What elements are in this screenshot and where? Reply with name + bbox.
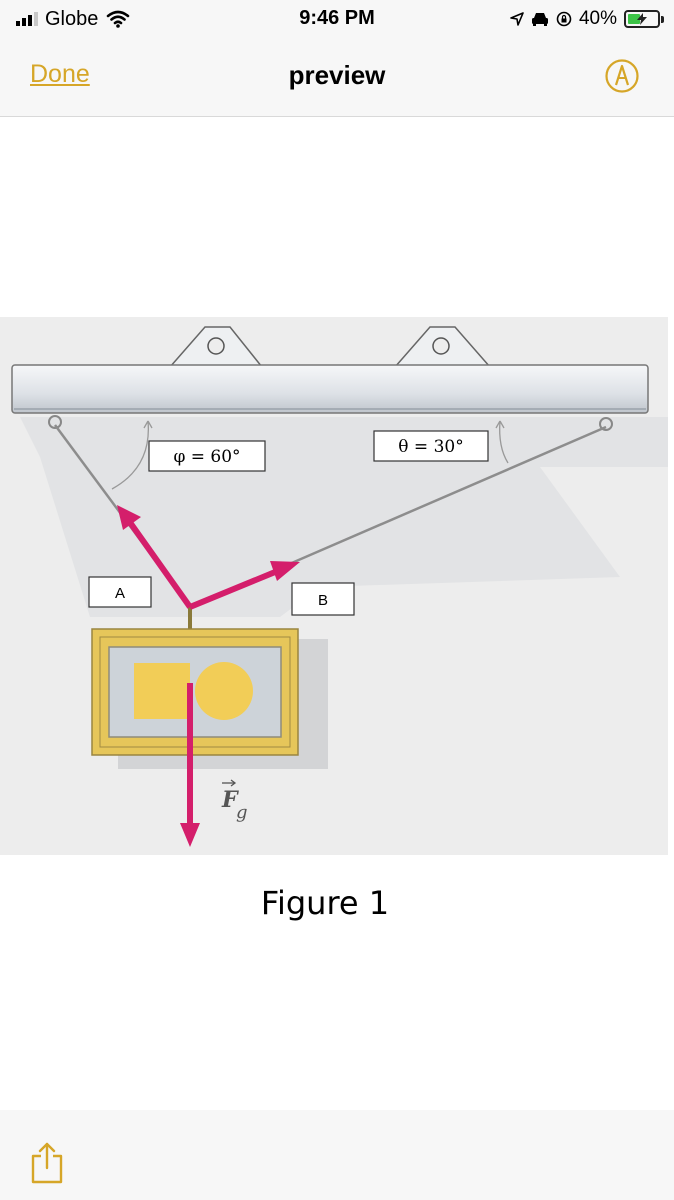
done-button[interactable]: Done xyxy=(30,60,90,88)
page-title: preview xyxy=(288,60,386,90)
share-icon[interactable] xyxy=(30,1142,64,1184)
markup-pen-icon[interactable] xyxy=(604,58,640,94)
phi-label-box xyxy=(148,440,266,472)
wifi-icon xyxy=(107,10,130,28)
status-left: Globe xyxy=(16,7,130,31)
status-right: 40% xyxy=(510,7,664,31)
force-arrow-b xyxy=(188,561,300,610)
label-a-box xyxy=(88,576,152,608)
right-hook xyxy=(599,417,613,431)
force-arrow-fg xyxy=(180,683,200,847)
status-bar: Globe 9:46 PM 40% xyxy=(0,0,674,38)
left-lug xyxy=(168,326,264,368)
figure-caption: Figure 1 xyxy=(260,884,390,922)
frame-circle xyxy=(195,662,253,720)
preview-content: φ = 60° θ = 30° A B xyxy=(0,117,674,1110)
battery-charging-icon xyxy=(624,10,664,28)
lock-rotation-icon xyxy=(556,11,572,27)
force-subscript: g xyxy=(236,802,248,823)
label-b: B xyxy=(318,592,328,609)
carrier-name: Globe xyxy=(45,7,99,30)
battery-percent: 40% xyxy=(578,8,617,29)
force-label-fg: F g xyxy=(221,779,248,823)
phi-arc xyxy=(111,420,150,490)
frame-square xyxy=(134,663,190,719)
label-a: A xyxy=(115,585,125,602)
left-hook xyxy=(48,415,62,429)
force-symbol: F xyxy=(221,787,239,813)
car-icon xyxy=(531,13,548,26)
phi-label: φ = 60° xyxy=(173,447,240,467)
nav-bar: Done preview xyxy=(0,38,674,117)
force-arrow-a xyxy=(117,505,193,609)
label-b-box xyxy=(291,582,355,616)
signal-bars-icon xyxy=(16,12,38,26)
bottom-toolbar xyxy=(0,1110,674,1200)
theta-arc xyxy=(499,420,509,464)
status-time: 9:46 PM xyxy=(299,7,375,29)
physics-figure: φ = 60° θ = 30° A B xyxy=(0,317,668,855)
theta-label-box xyxy=(373,430,489,462)
right-lug xyxy=(393,326,492,368)
overhead-beam xyxy=(11,364,649,414)
location-arrow-icon xyxy=(510,12,524,26)
theta-label: θ = 30° xyxy=(398,437,463,457)
